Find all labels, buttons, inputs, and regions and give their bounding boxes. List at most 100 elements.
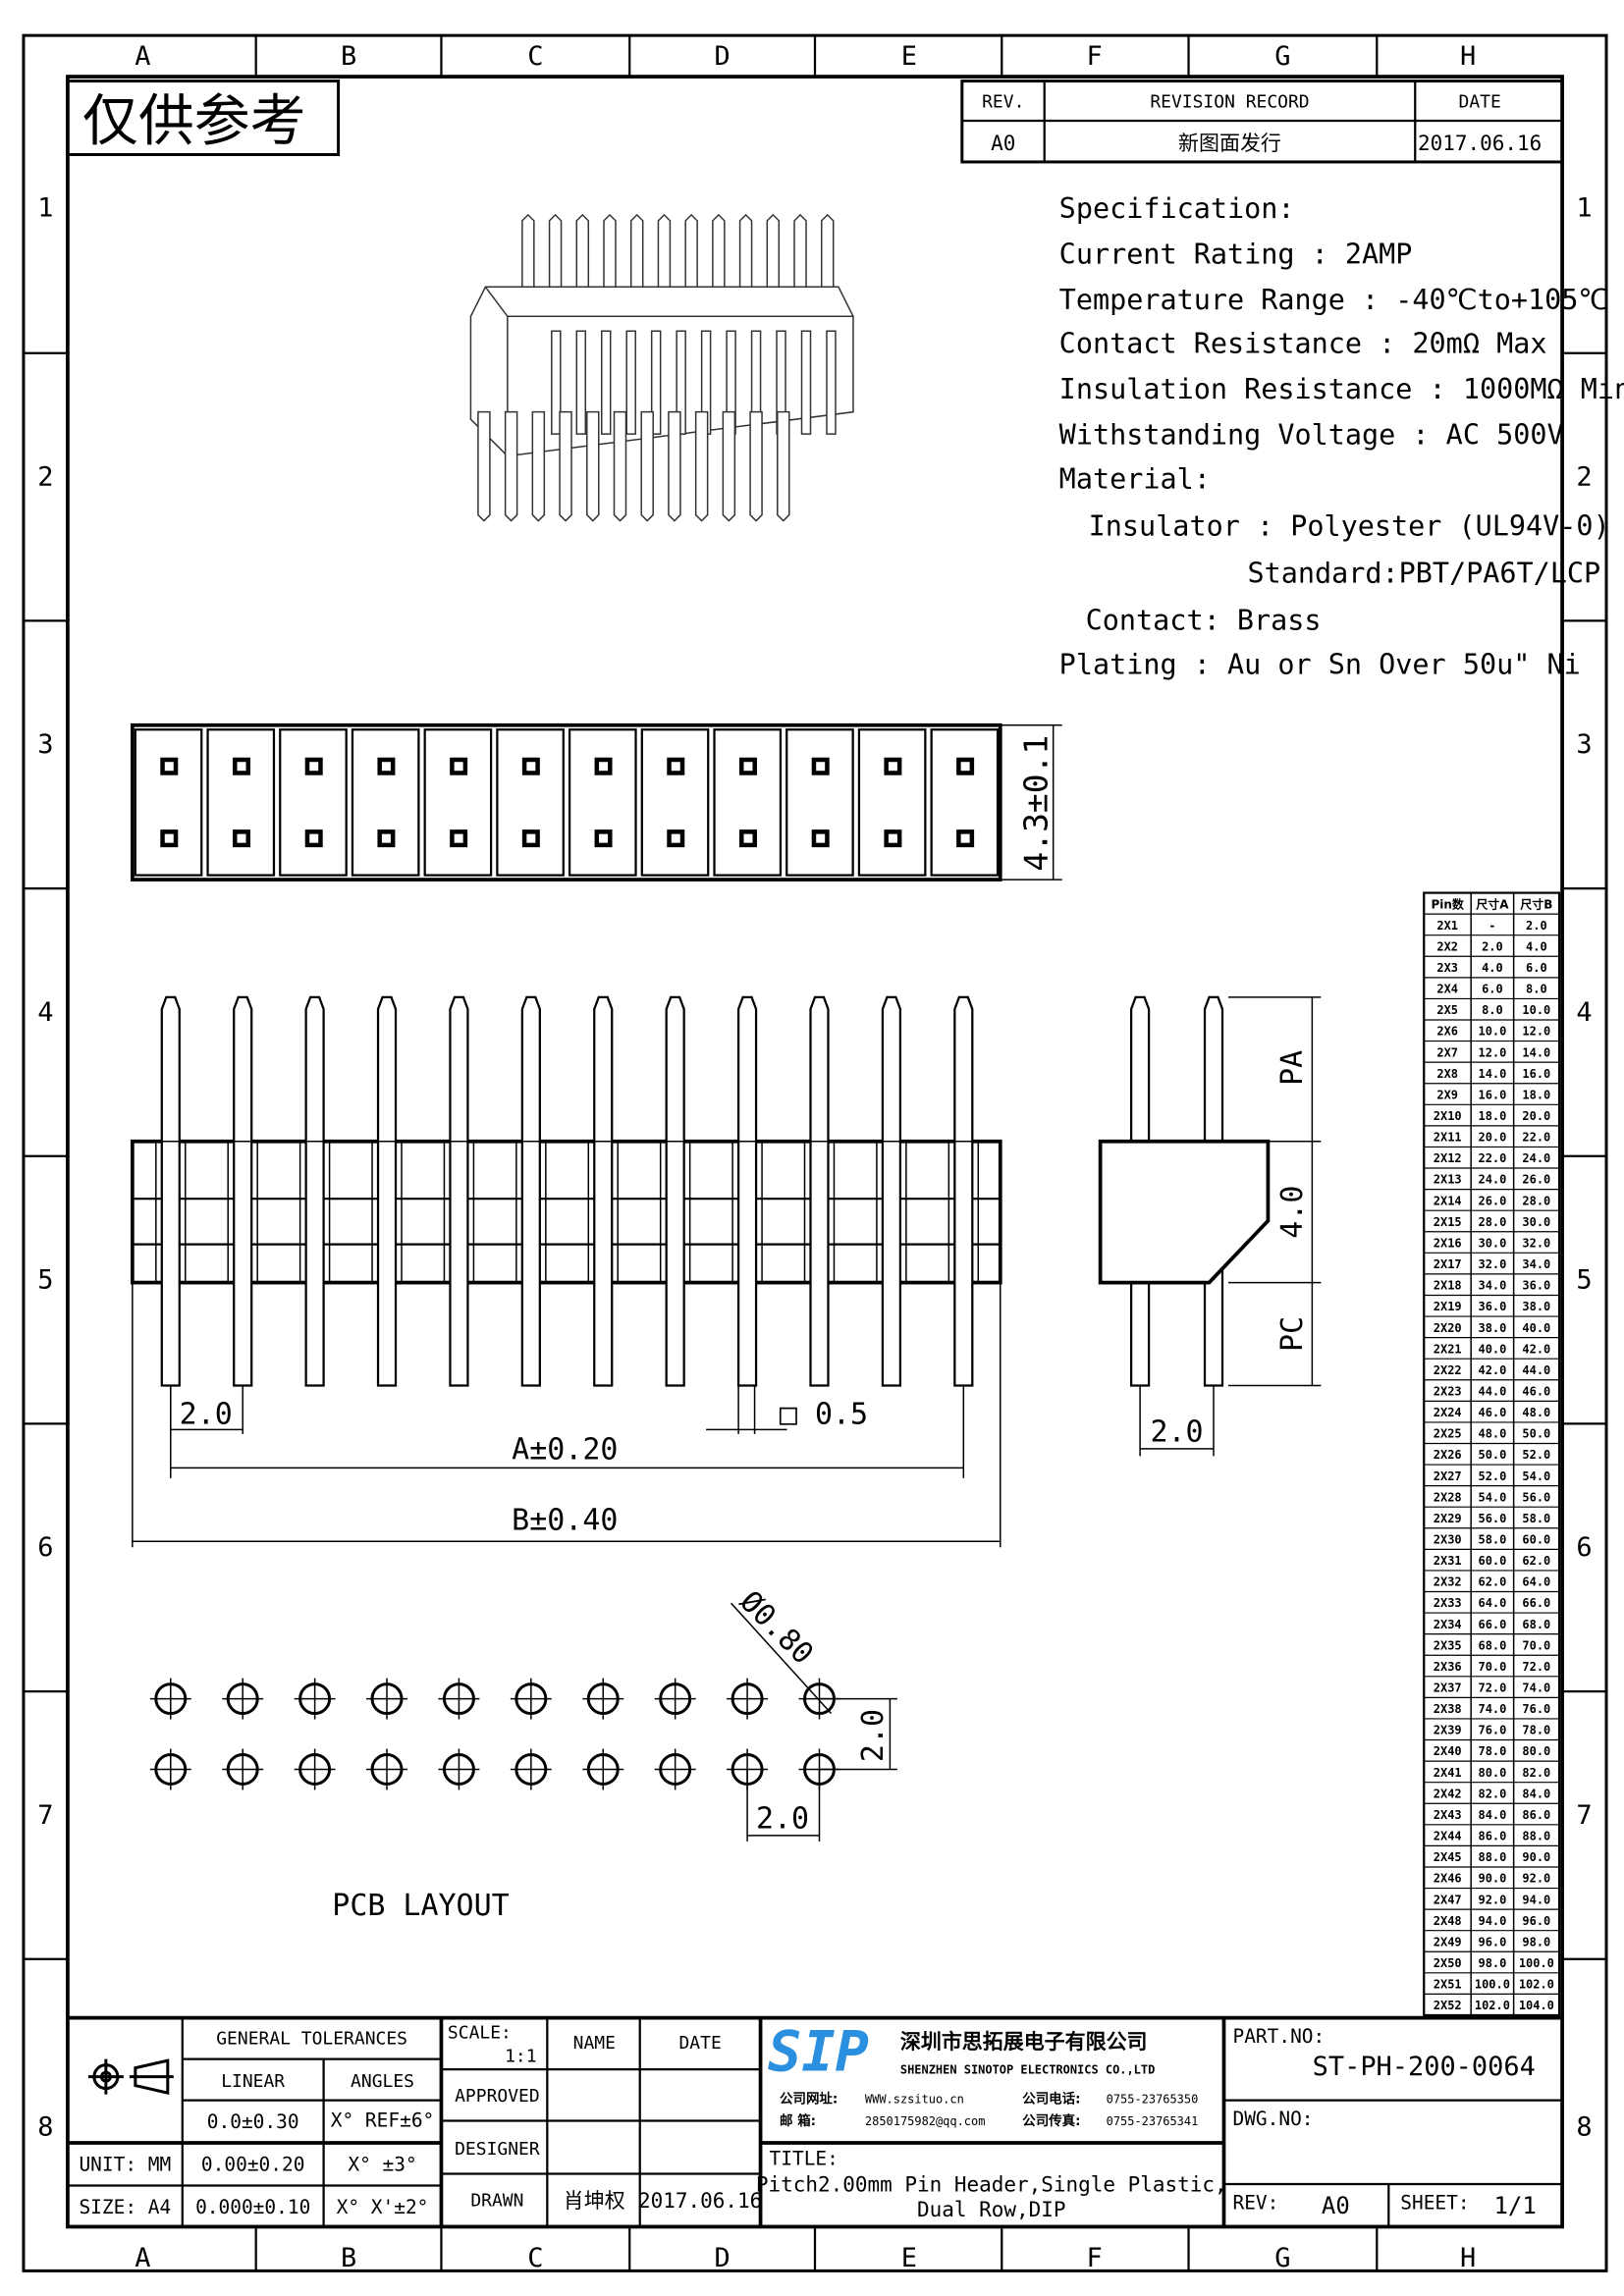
title-label: TITLE: [770, 2147, 839, 2169]
column-marker: H [1460, 2243, 1476, 2273]
part-no-label: PART.NO: [1232, 2025, 1325, 2048]
table-cell: 2X6 [1436, 1025, 1458, 1039]
table-cell: 2X20 [1434, 1321, 1462, 1335]
connector-3d-view [469, 213, 854, 522]
table-cell: 56.0 [1522, 1490, 1550, 1504]
date-header: DATE [1459, 92, 1501, 113]
top-view-cell [423, 728, 493, 877]
pcb-layout-label: PCB LAYOUT [332, 1889, 509, 1923]
scale-value: 1:1 [505, 2047, 536, 2067]
table-cell: 76.0 [1522, 1702, 1550, 1716]
table-cell: 70.0 [1478, 1660, 1506, 1674]
table-cell: 10.0 [1522, 1003, 1550, 1017]
table-cell: 68.0 [1522, 1618, 1550, 1631]
row-marker: 6 [1576, 1532, 1592, 1563]
rev-value: A0 [1322, 2192, 1350, 2219]
specification: Specification: Current Rating : 2AMP Tem… [1059, 192, 1624, 680]
table-cell: 58.0 [1522, 1512, 1550, 1525]
table-cell: 2X14 [1434, 1194, 1462, 1207]
side-view [1098, 995, 1322, 1457]
table-cell: 2X7 [1436, 1045, 1458, 1059]
projection-symbol-icon [87, 2058, 174, 2095]
table-cell: 2X42 [1434, 1787, 1462, 1800]
row-marker: 8 [37, 2112, 53, 2143]
row-marker: 5 [37, 1265, 53, 1296]
table-cell: - [1489, 919, 1495, 933]
table-cell: 2X45 [1434, 1850, 1462, 1864]
spec-material: Material: [1059, 463, 1211, 496]
top-view-body [130, 722, 1002, 881]
approved-label: APPROVED [455, 2086, 540, 2107]
size-label: SIZE: A4 [79, 2196, 171, 2218]
title-block: GENERAL TOLERANCES LINEAR ANGLES 0.0±0.3… [67, 2015, 1563, 2227]
table-cell: 54.0 [1522, 1469, 1550, 1483]
table-cell: 2X39 [1434, 1724, 1462, 1737]
rev-label: REV: [1232, 2191, 1278, 2214]
column-marker: E [901, 2243, 917, 2273]
linear-tol-3: 0.000±0.10 [195, 2196, 310, 2218]
spec-standard: Standard:PBT/PA6T/LCP [1247, 557, 1600, 589]
table-cell: 2X23 [1434, 1384, 1462, 1398]
table-cell: 48.0 [1522, 1406, 1550, 1419]
pin [593, 995, 614, 1387]
top-view-cell [206, 728, 276, 877]
rev-header: REV. [982, 92, 1024, 113]
pc-dimension: PC [1275, 1316, 1310, 1352]
table-cell: 22.0 [1478, 1151, 1506, 1165]
table-cell: 2X30 [1434, 1533, 1462, 1547]
table-cell: 50.0 [1478, 1448, 1506, 1462]
table-cell: 42.0 [1522, 1342, 1550, 1356]
table-cell: 2X52 [1434, 1999, 1462, 2012]
column-marker: F [1087, 2243, 1103, 2273]
column-marker: B [341, 2243, 356, 2273]
top-view-cell [351, 728, 420, 877]
table-cell: 60.0 [1478, 1554, 1506, 1568]
table-cell: 28.0 [1522, 1194, 1550, 1207]
front-view-body [130, 1139, 1002, 1285]
table-cell: 52.0 [1522, 1448, 1550, 1462]
title-line-2: Dual Row,DIP [917, 2198, 1066, 2221]
table-cell: 2X1 [1436, 919, 1458, 933]
table-cell: 52.0 [1478, 1469, 1506, 1483]
table-cell: 88.0 [1478, 1850, 1506, 1864]
table-cell: 102.0 [1519, 1978, 1554, 1992]
table-cell: 48.0 [1478, 1427, 1506, 1441]
table-cell: 38.0 [1478, 1321, 1506, 1335]
sheet-label: SHEET: [1400, 2191, 1469, 2214]
row-marker: 4 [37, 997, 53, 1028]
column-marker: C [527, 2243, 543, 2273]
table-cell: 2X13 [1434, 1173, 1462, 1187]
row-marker: 6 [37, 1532, 53, 1563]
table-cell: 18.0 [1522, 1088, 1550, 1101]
table-cell: 2X46 [1434, 1872, 1462, 1886]
linear-label: LINEAR [221, 2071, 285, 2092]
table-cell: 44.0 [1478, 1384, 1506, 1398]
table-cell: 6.0 [1526, 961, 1547, 975]
table-header: 尺寸A [1476, 896, 1509, 911]
table-cell: 2X22 [1434, 1363, 1462, 1377]
table-cell: 2X19 [1434, 1300, 1462, 1313]
table-cell: 94.0 [1478, 1914, 1506, 1928]
table-cell: 2X28 [1434, 1490, 1462, 1504]
pin [953, 995, 974, 1387]
record-value: 新图面发行 [1178, 132, 1281, 155]
pin [881, 995, 902, 1387]
table-cell: 2X4 [1436, 983, 1458, 996]
table-cell: 62.0 [1522, 1554, 1550, 1568]
table-cell: 80.0 [1522, 1744, 1550, 1758]
table-cell: 28.0 [1478, 1215, 1506, 1229]
part-no-value: ST-PH-200-0064 [1313, 2052, 1536, 2082]
table-cell: 2X24 [1434, 1406, 1462, 1419]
table-cell: 6.0 [1482, 983, 1503, 996]
mail-label: 邮 箱: [780, 2112, 816, 2129]
table-cell: 92.0 [1478, 1893, 1506, 1906]
table-cell: 34.0 [1522, 1257, 1550, 1271]
table-cell: 2X27 [1434, 1469, 1462, 1483]
table-cell: 14.0 [1522, 1045, 1550, 1059]
table-cell: 90.0 [1522, 1850, 1550, 1864]
table-cell: 2X51 [1434, 1978, 1462, 1992]
spec-insulator: Insulator : Polyester (UL94V-0) [1089, 510, 1610, 543]
column-marker: H [1460, 41, 1476, 72]
